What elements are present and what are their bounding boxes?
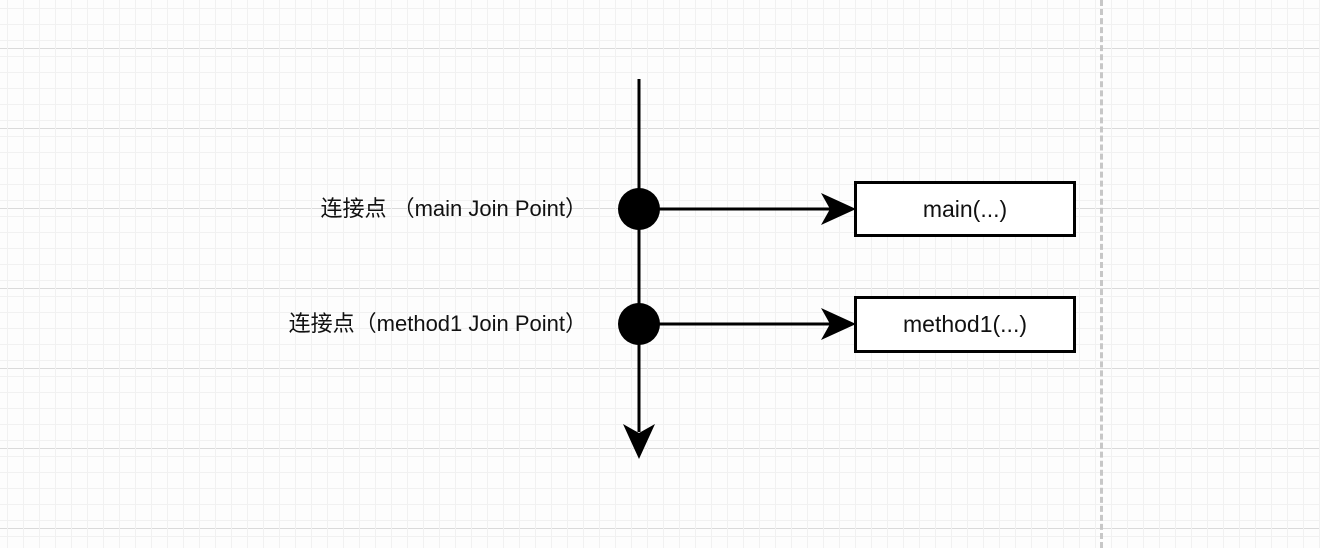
method-box-main[interactable]: main(...): [854, 181, 1076, 237]
call-arrow-method1-head: [821, 308, 856, 340]
join-point-label-main: 连接点 （main Join Point）: [320, 196, 587, 221]
page-break-guide-line: [1100, 0, 1103, 548]
method-box-method1[interactable]: method1(...): [854, 296, 1076, 353]
join-point-marker-method1[interactable]: [618, 303, 660, 345]
lifeline-end-arrowhead: [623, 424, 655, 459]
join-point-label-method1: 连接点（method1 Join Point）: [288, 311, 587, 336]
method-box-main-label: main(...): [922, 195, 1008, 222]
call-arrow-main-head: [821, 193, 856, 225]
method-box-method1-label: method1(...): [903, 311, 1027, 337]
join-point-marker-main[interactable]: [618, 188, 660, 230]
